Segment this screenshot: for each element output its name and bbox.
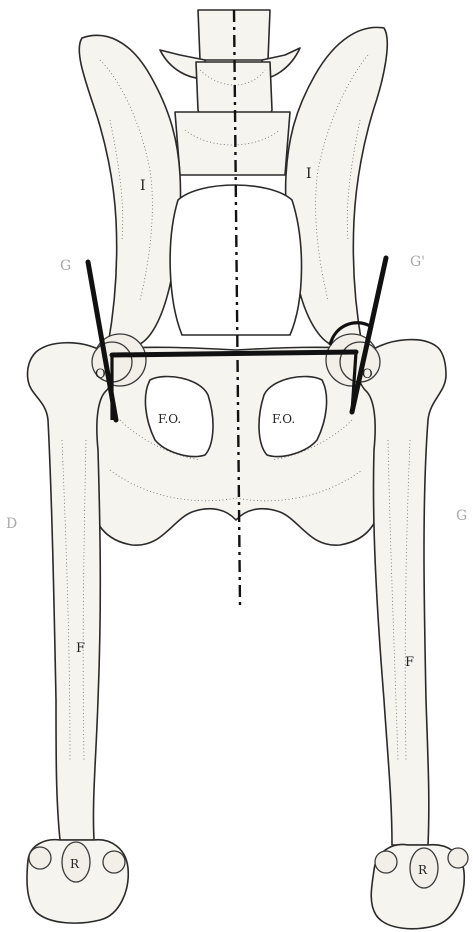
label-ilium-right: I — [306, 166, 312, 182]
label-r-right: R — [418, 863, 428, 877]
label-g-right: G' — [410, 254, 425, 270]
label-ilium-left: I — [140, 178, 146, 194]
label-fo-left: F.O. — [158, 412, 181, 426]
label-side-d: D — [6, 516, 17, 532]
label-side-g: G — [456, 508, 467, 524]
label-o-left: O — [95, 367, 106, 382]
sacrum — [160, 10, 300, 175]
ilium-right — [286, 27, 388, 345]
label-fo-right: F.O. — [272, 412, 295, 426]
label-femur-right: F — [405, 655, 414, 670]
label-femur-left: F — [76, 641, 85, 656]
acetabular-line — [112, 352, 356, 355]
label-o-right: O — [362, 367, 373, 382]
label-r-left: R — [70, 857, 80, 871]
label-g-left: G — [60, 258, 71, 274]
